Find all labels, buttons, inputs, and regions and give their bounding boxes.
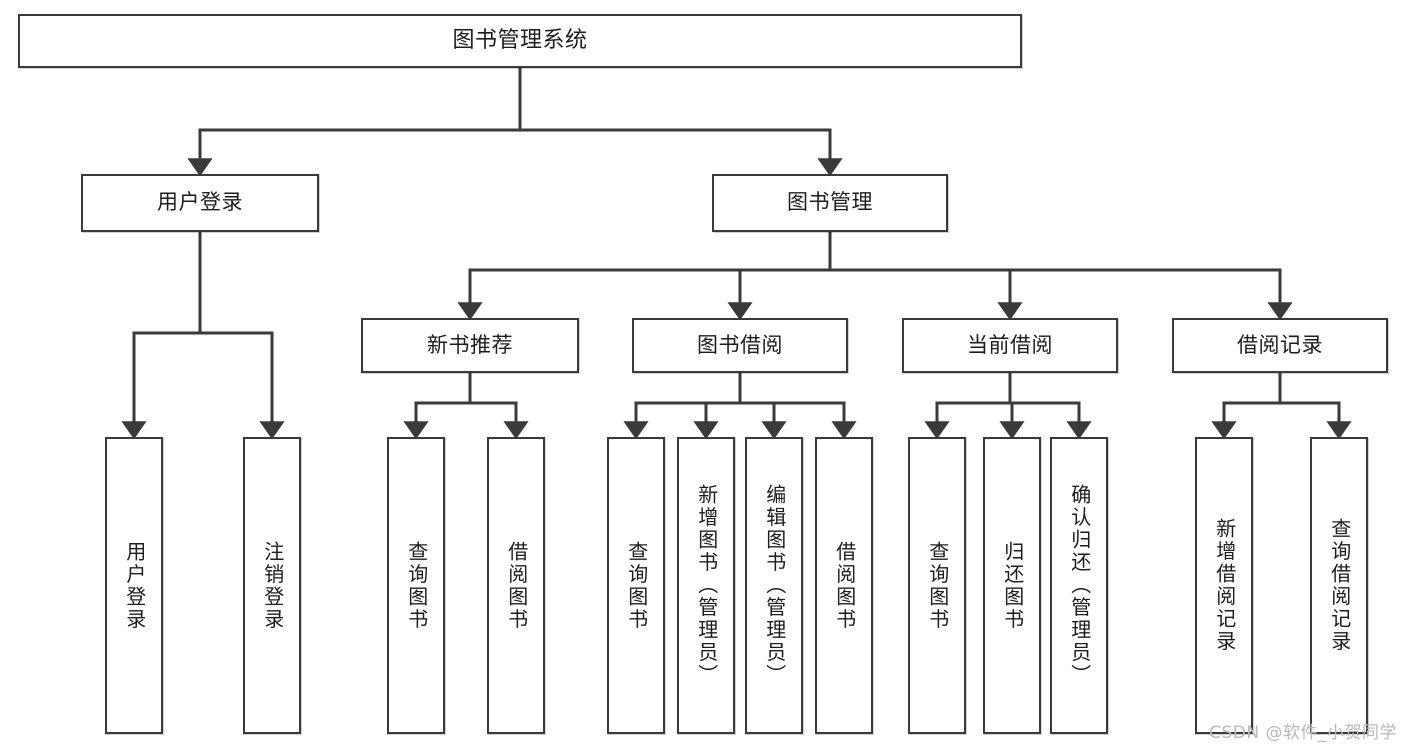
node-leaf-confirm-return-label: 确认归还（管理员） bbox=[1067, 484, 1092, 687]
node-new-book-recommend-label: 新书推荐 bbox=[427, 332, 513, 357]
node-leaf-query-record-label: 查询借阅记录 bbox=[1327, 518, 1352, 653]
node-borrow-record[interactable]: 借阅记录 bbox=[1172, 318, 1388, 373]
node-leaf-edit-book[interactable]: 编辑图书（管理员） bbox=[745, 437, 803, 734]
node-current-borrow-label: 当前借阅 bbox=[967, 332, 1053, 357]
node-new-book-recommend[interactable]: 新书推荐 bbox=[361, 318, 579, 373]
node-leaf-logout-label: 注销登录 bbox=[260, 540, 285, 631]
node-leaf-add-record[interactable]: 新增借阅记录 bbox=[1195, 437, 1253, 734]
node-leaf-query-book-1[interactable]: 查询图书 bbox=[387, 437, 445, 734]
node-leaf-query-record[interactable]: 查询借阅记录 bbox=[1310, 437, 1368, 734]
node-leaf-user-login-label: 用户登录 bbox=[122, 540, 147, 631]
node-book-manage-label: 图书管理 bbox=[787, 190, 873, 215]
node-leaf-add-book[interactable]: 新增图书（管理员） bbox=[677, 437, 735, 734]
node-book-borrow[interactable]: 图书借阅 bbox=[632, 318, 848, 373]
node-user-login[interactable]: 用户登录 bbox=[81, 174, 319, 232]
watermark-text: CSDN @软件_小贺同学 bbox=[1209, 723, 1397, 743]
node-leaf-return-book-label: 归还图书 bbox=[1000, 540, 1025, 631]
node-leaf-borrow-book-2-label: 借阅图书 bbox=[832, 540, 857, 631]
node-leaf-query-book-3-label: 查询图书 bbox=[925, 540, 950, 631]
node-leaf-borrow-book-1-label: 借阅图书 bbox=[504, 540, 529, 631]
node-leaf-borrow-book-1[interactable]: 借阅图书 bbox=[487, 437, 545, 734]
node-root-label: 图书管理系统 bbox=[452, 27, 588, 53]
node-leaf-user-login[interactable]: 用户登录 bbox=[105, 437, 163, 734]
node-current-borrow[interactable]: 当前借阅 bbox=[902, 318, 1118, 373]
node-leaf-add-record-label: 新增借阅记录 bbox=[1212, 518, 1237, 653]
node-root[interactable]: 图书管理系统 bbox=[18, 14, 1022, 68]
node-book-manage[interactable]: 图书管理 bbox=[712, 174, 948, 232]
node-borrow-record-label: 借阅记录 bbox=[1237, 332, 1323, 357]
node-leaf-query-book-1-label: 查询图书 bbox=[404, 540, 429, 631]
node-leaf-borrow-book-2[interactable]: 借阅图书 bbox=[815, 437, 873, 734]
node-leaf-query-book-3[interactable]: 查询图书 bbox=[908, 437, 966, 734]
node-leaf-query-book-2[interactable]: 查询图书 bbox=[607, 437, 665, 734]
node-leaf-logout[interactable]: 注销登录 bbox=[243, 437, 301, 734]
node-user-login-label: 用户登录 bbox=[157, 190, 243, 215]
node-leaf-add-book-label: 新增图书（管理员） bbox=[694, 484, 719, 687]
node-book-borrow-label: 图书借阅 bbox=[697, 332, 783, 357]
node-leaf-query-book-2-label: 查询图书 bbox=[624, 540, 649, 631]
node-leaf-return-book[interactable]: 归还图书 bbox=[983, 437, 1041, 734]
node-leaf-edit-book-label: 编辑图书（管理员） bbox=[762, 484, 787, 687]
node-leaf-confirm-return[interactable]: 确认归还（管理员） bbox=[1050, 437, 1108, 734]
